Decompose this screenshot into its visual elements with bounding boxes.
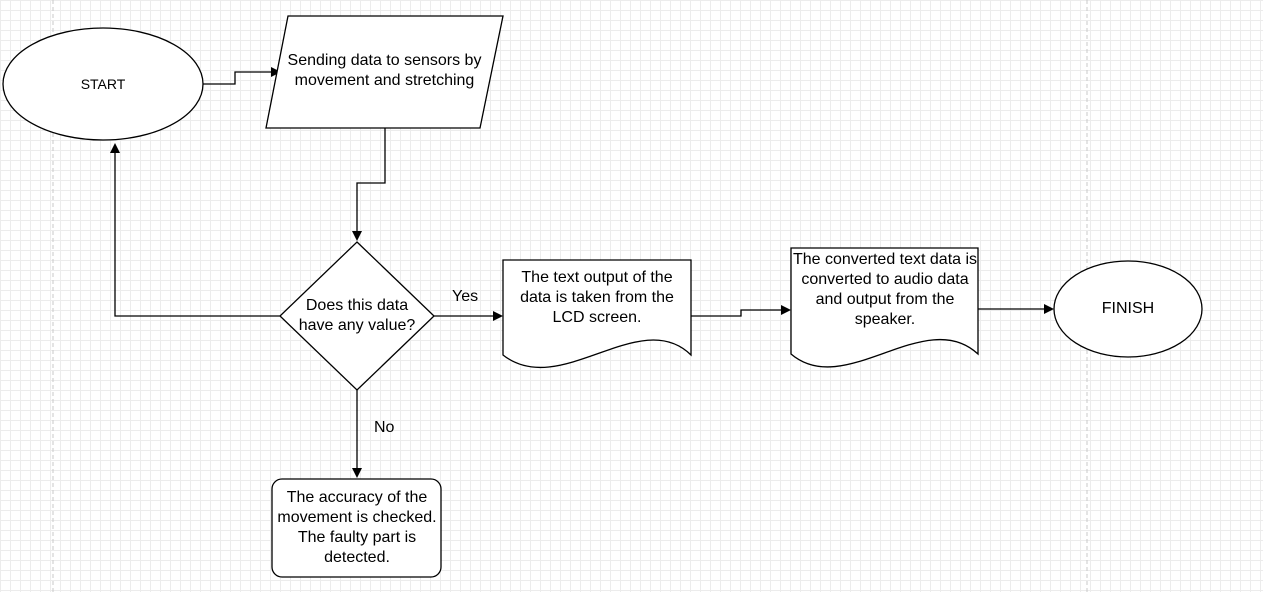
arrowhead-start (110, 143, 120, 153)
edge-start-to-send[interactable] (203, 71, 272, 85)
edge-send-to-decision[interactable] (356, 128, 386, 233)
arrowhead-lcd (493, 311, 503, 321)
edge-lcd-to-audio[interactable] (691, 309, 782, 317)
send-label: Sending data to sensors by movement and … (287, 52, 482, 89)
arrowhead-send (271, 67, 281, 77)
check-label: The accuracy of the movement is checked.… (277, 489, 437, 566)
send-data-parallelogram[interactable] (265, 15, 504, 129)
yes-label: Yes (452, 288, 479, 305)
audio-label: The converted text data is converted to … (792, 251, 978, 328)
no-label: No (374, 419, 395, 436)
audio-document-shape[interactable] (790, 247, 979, 368)
arrowhead-decision (352, 231, 362, 241)
lcd-document-shape[interactable] (502, 259, 692, 368)
check-process-box[interactable] (271, 478, 442, 578)
decision-label: Does this data have any value? (298, 297, 416, 334)
edge-decision-to-start[interactable] (114, 152, 280, 317)
finish-terminal[interactable] (1053, 260, 1203, 358)
arrowhead-audio (781, 305, 791, 315)
lcd-label: The text output of the data is taken fro… (520, 269, 674, 326)
finish-label: FINISH (1101, 300, 1155, 317)
decision-diamond[interactable] (279, 241, 435, 391)
arrowhead-check (352, 468, 362, 478)
start-terminal[interactable] (2, 27, 204, 141)
start-label: START (80, 76, 126, 92)
arrowhead-finish (1044, 304, 1054, 314)
